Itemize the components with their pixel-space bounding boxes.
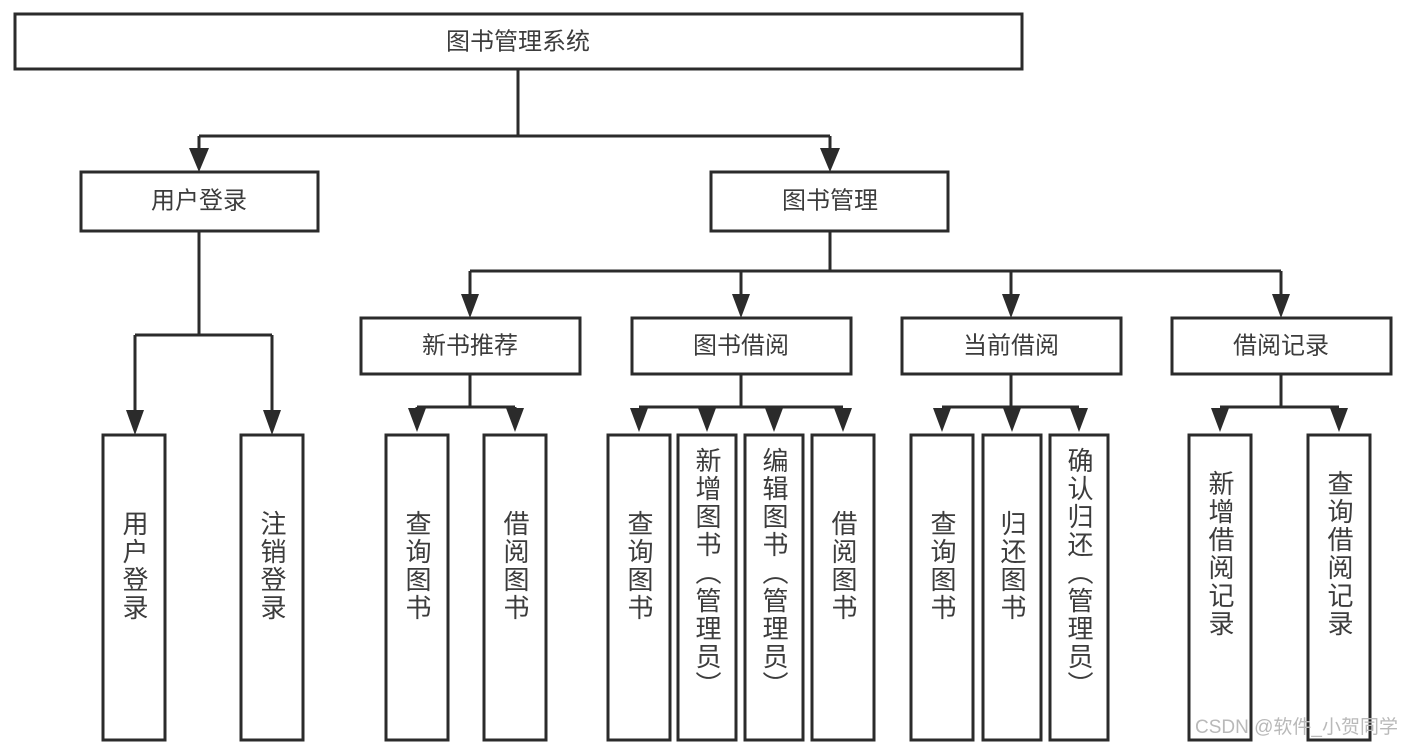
leaf-bb-query-book[interactable]: 查询图书	[606, 433, 672, 742]
arrow-head-records	[1272, 294, 1290, 318]
leaf-rr-query-record[interactable]: 查询借阅记录	[1306, 433, 1372, 742]
leaf-rr-add-record-box[interactable]	[1187, 433, 1253, 742]
node-borrow-records-box[interactable]	[1170, 316, 1393, 376]
node-current-borrow[interactable]: 当前借阅	[900, 316, 1123, 376]
leaf-user-login-box[interactable]	[101, 433, 167, 742]
leaf-cb-confirm-return-admin-label: 确认归还（管理员）	[1064, 447, 1094, 699]
arrow-head-borrow	[732, 294, 750, 318]
leaf-nb-borrow-book[interactable]: 借阅图书	[482, 433, 548, 742]
arrow-head-rr-add-record	[1211, 408, 1229, 432]
node-borrow-records-label: 借阅记录	[1233, 332, 1329, 359]
leaf-nb-borrow-book-box[interactable]	[482, 433, 548, 742]
leaf-bb-borrow-book-box[interactable]	[810, 433, 876, 742]
arrow-head-book-mgmt	[820, 148, 840, 172]
leaf-bb-edit-book-admin-label: 编辑图书（管理员）	[759, 447, 789, 699]
connector-group	[126, 69, 1348, 435]
arrow-head-current	[1002, 294, 1020, 318]
leaf-cb-return-book[interactable]: 归还图书	[981, 433, 1043, 742]
leaf-bb-query-book-label: 查询图书	[624, 510, 654, 622]
node-book-management-label: 图书管理	[782, 187, 878, 214]
leaf-bb-add-book-admin-box[interactable]	[676, 433, 738, 742]
leaf-nb-query-book-label: 查询图书	[402, 510, 432, 622]
node-user-login-box[interactable]	[79, 170, 320, 233]
node-current-borrow-box[interactable]	[900, 316, 1123, 376]
node-borrow-records[interactable]: 借阅记录	[1170, 316, 1393, 376]
leaf-rr-add-record[interactable]: 新增借阅记录	[1187, 433, 1253, 742]
leaf-rr-query-record-label: 查询借阅记录	[1324, 470, 1354, 638]
arrow-head-nb-query-book	[408, 408, 426, 432]
node-new-book-recommend-label: 新书推荐	[422, 332, 518, 359]
arrow-head-bb-borrow-book	[834, 408, 852, 432]
arrow-head-cb-query-book	[933, 408, 951, 432]
arrow-head-bb-edit-book	[765, 408, 783, 432]
leaf-nb-borrow-book-label: 借阅图书	[500, 510, 530, 622]
leaf-cb-query-book-label: 查询图书	[927, 510, 957, 622]
leaf-user-login-label: 用户登录	[119, 510, 149, 622]
leaf-nb-query-book-box[interactable]	[384, 433, 450, 742]
leaf-cb-confirm-return-admin[interactable]: 确认归还（管理员）	[1048, 433, 1110, 742]
leaf-bb-add-book-admin-label: 新增图书（管理员）	[692, 447, 722, 699]
leaf-user-login[interactable]: 用户登录	[101, 433, 167, 742]
arrow-head-cb-confirm-return	[1070, 408, 1088, 432]
leaf-bb-query-book-box[interactable]	[606, 433, 672, 742]
leaf-bb-borrow-book[interactable]: 借阅图书	[810, 433, 876, 742]
csdn-watermark: CSDN @软件_小贺同学	[1195, 716, 1398, 738]
leaf-cb-return-book-box[interactable]	[981, 433, 1043, 742]
leaf-cb-confirm-return-admin-box[interactable]	[1048, 433, 1110, 742]
arrow-head-leaf-user-login	[126, 410, 144, 435]
arrow-head-user-login	[189, 148, 209, 172]
leaf-logout[interactable]: 注销登录	[239, 433, 305, 742]
arrow-head-rr-query-record	[1330, 408, 1348, 432]
leaf-rr-add-record-label: 新增借阅记录	[1205, 470, 1235, 638]
arrow-head-bb-add-book	[698, 408, 716, 432]
leaf-cb-query-book-box[interactable]	[909, 433, 975, 742]
leaf-bb-edit-book-admin[interactable]: 编辑图书（管理员）	[743, 433, 805, 742]
node-current-borrow-label: 当前借阅	[963, 332, 1059, 359]
node-book-borrow[interactable]: 图书借阅	[630, 316, 853, 376]
arrow-head-bb-query-book	[630, 408, 648, 432]
leaf-cb-query-book[interactable]: 查询图书	[909, 433, 975, 742]
node-root-label: 图书管理系统	[446, 28, 590, 55]
node-book-borrow-box[interactable]	[630, 316, 853, 376]
leaf-bb-edit-book-admin-box[interactable]	[743, 433, 805, 742]
node-root-box[interactable]	[13, 12, 1024, 71]
leaf-nb-query-book[interactable]: 查询图书	[384, 433, 450, 742]
leaf-bb-borrow-book-label: 借阅图书	[828, 510, 858, 622]
leaf-rr-query-record-box[interactable]	[1306, 433, 1372, 742]
leaf-bb-add-book-admin[interactable]: 新增图书（管理员）	[676, 433, 738, 742]
arrow-head-cb-return-book	[1003, 408, 1021, 432]
node-new-book-recommend[interactable]: 新书推荐	[359, 316, 582, 376]
arrow-head-nb-borrow-book	[506, 408, 524, 432]
arrow-head-leaf-logout	[263, 410, 281, 435]
node-user-login[interactable]: 用户登录	[79, 170, 320, 233]
node-book-management-box[interactable]	[709, 170, 950, 233]
node-user-login-label: 用户登录	[151, 187, 247, 214]
node-new-book-recommend-box[interactable]	[359, 316, 582, 376]
node-book-borrow-label: 图书借阅	[693, 332, 789, 359]
node-root[interactable]: 图书管理系统	[13, 12, 1024, 71]
leaf-logout-label: 注销登录	[257, 510, 287, 622]
node-book-management[interactable]: 图书管理	[709, 170, 950, 233]
leaf-cb-return-book-label: 归还图书	[997, 510, 1027, 622]
arrow-head-new-books	[461, 294, 479, 318]
leaf-logout-box[interactable]	[239, 433, 305, 742]
